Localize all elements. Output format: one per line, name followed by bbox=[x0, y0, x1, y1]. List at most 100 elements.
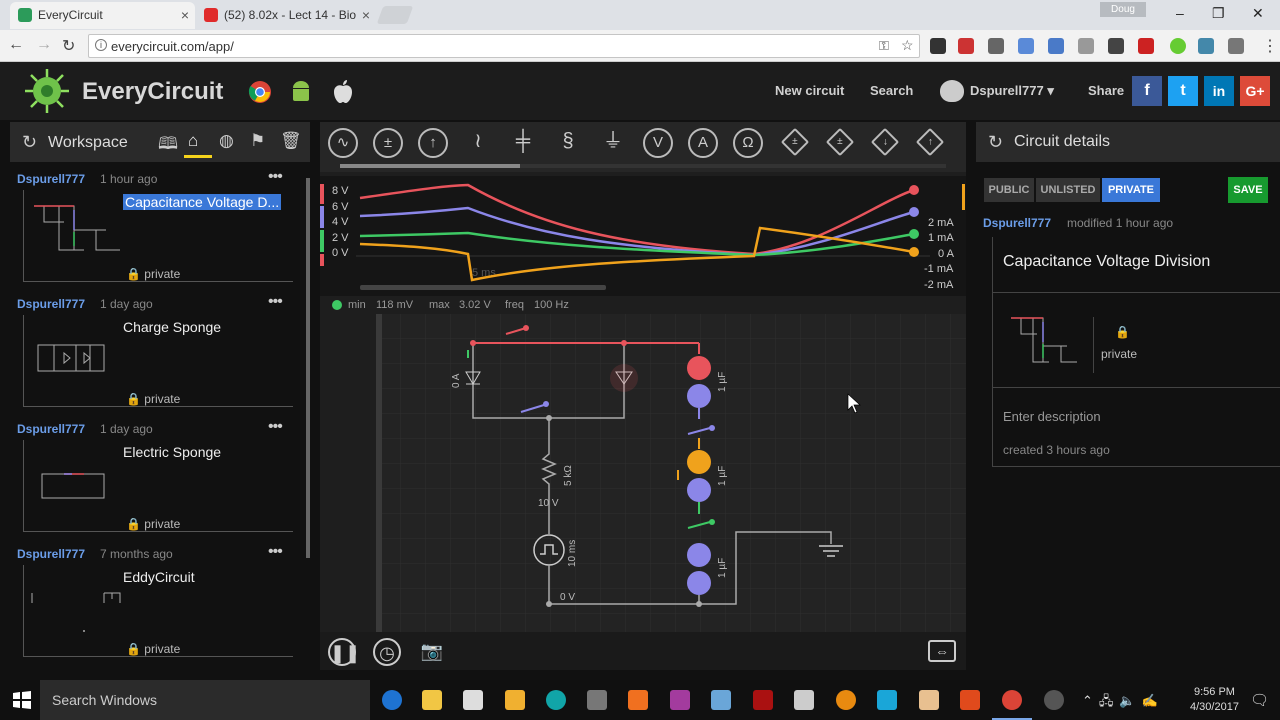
extension-icon[interactable] bbox=[1108, 38, 1124, 54]
more-options-icon[interactable]: ••• bbox=[268, 418, 283, 435]
led-right-icon[interactable] bbox=[615, 371, 633, 385]
switch-middle-icon[interactable] bbox=[520, 404, 545, 413]
circuit-thumbnail[interactable] bbox=[23, 190, 293, 282]
extension-icon[interactable] bbox=[930, 38, 946, 54]
store-icon[interactable] bbox=[463, 690, 483, 710]
chrome-taskbar-icon[interactable] bbox=[1002, 690, 1022, 710]
trash-icon[interactable]: 🗑 bbox=[280, 131, 302, 150]
media-icon[interactable] bbox=[505, 690, 525, 710]
list-item[interactable]: Dspurell777 1 hour ago ••• Capacitance V… bbox=[10, 168, 300, 292]
ammeter-icon[interactable]: A bbox=[688, 128, 718, 158]
switch-top-icon[interactable] bbox=[505, 327, 527, 335]
graph-scrollbar[interactable] bbox=[360, 285, 606, 290]
linkedin-share-button[interactable]: in bbox=[1204, 76, 1234, 106]
more-options-icon[interactable]: ••• bbox=[268, 543, 283, 560]
circuit-title[interactable]: Electric Sponge bbox=[123, 444, 222, 460]
profile-badge[interactable]: Doug bbox=[1100, 2, 1146, 17]
cap1-negative-plate[interactable] bbox=[687, 384, 711, 408]
app-icon[interactable] bbox=[670, 690, 690, 710]
extension-icon[interactable] bbox=[1138, 38, 1154, 54]
app-icon[interactable] bbox=[711, 690, 731, 710]
bookmark-star-icon[interactable]: ☆ bbox=[901, 37, 914, 53]
chrome-app-icon[interactable] bbox=[248, 80, 272, 104]
current-source-icon[interactable]: ↑ bbox=[418, 128, 448, 158]
list-item[interactable]: Dspurell777 1 day ago ••• Electric Spong… bbox=[10, 418, 300, 542]
more-options-icon[interactable]: ••• bbox=[268, 293, 283, 310]
notifications-icon[interactable]: 🗨 bbox=[1250, 692, 1270, 709]
dependent-current-source-icon[interactable]: ↓ bbox=[870, 127, 900, 157]
close-tab-icon[interactable]: × bbox=[361, 7, 370, 23]
cap2-negative-plate[interactable] bbox=[687, 478, 711, 502]
circuit-author[interactable]: Dspurell777 bbox=[17, 297, 86, 311]
close-tab-icon[interactable]: × bbox=[180, 7, 189, 23]
circuit-thumbnail[interactable] bbox=[23, 440, 293, 532]
toolbar-scroll-thumb[interactable] bbox=[340, 164, 520, 168]
forward-arrow-icon[interactable]: → bbox=[36, 36, 52, 53]
minimize-icon[interactable]: – bbox=[1176, 5, 1184, 21]
details-author[interactable]: Dspurell777 bbox=[983, 216, 1052, 230]
taskbar-search[interactable]: Search Windows bbox=[40, 680, 370, 720]
capacitor-icon[interactable]: ╪ bbox=[515, 130, 531, 152]
oscilloscope-graph[interactable]: 8 V 6 V 4 V 2 V 0 V 2 mA 1 mA 0 A -1 mA … bbox=[320, 176, 966, 296]
voltmeter-icon[interactable]: V bbox=[643, 128, 673, 158]
googleplus-share-button[interactable]: G+ bbox=[1240, 76, 1270, 106]
extension-icon[interactable] bbox=[1198, 38, 1214, 54]
circuit-author[interactable]: Dspurell777 bbox=[17, 172, 86, 186]
circuit-title[interactable]: Capacitance Voltage D... bbox=[123, 194, 282, 210]
cap3-negative-plate[interactable] bbox=[687, 571, 711, 595]
inductor-icon[interactable]: § bbox=[562, 130, 574, 152]
office-icon[interactable] bbox=[960, 690, 980, 710]
site-info-icon[interactable]: i bbox=[95, 39, 107, 51]
cap3-positive-plate[interactable] bbox=[687, 543, 711, 567]
circuit-title[interactable]: EddyCircuit bbox=[123, 569, 195, 585]
toolbar-scrollbar[interactable] bbox=[340, 164, 946, 168]
ground-symbol-icon[interactable] bbox=[819, 545, 843, 557]
extension-icon[interactable] bbox=[988, 38, 1004, 54]
extension-icon[interactable] bbox=[1048, 38, 1064, 54]
circuit-author[interactable]: Dspurell777 bbox=[17, 422, 86, 436]
dc-voltage-source-icon[interactable]: ± bbox=[373, 128, 403, 158]
workspace-scrollbar[interactable] bbox=[306, 178, 310, 558]
facebook-share-button[interactable]: f bbox=[1132, 76, 1162, 106]
resistor-component[interactable] bbox=[541, 418, 557, 534]
tab-everycircuit[interactable]: EveryCircuit × bbox=[10, 2, 195, 29]
clock-icon[interactable]: ◷ bbox=[373, 638, 401, 666]
circuit-thumbnail[interactable] bbox=[23, 565, 293, 657]
key-icon[interactable]: ⚿ bbox=[879, 38, 889, 53]
extension-icon[interactable] bbox=[1018, 38, 1034, 54]
ohmmeter-icon[interactable]: Ω bbox=[733, 128, 763, 158]
switch-cap-top-icon[interactable] bbox=[687, 427, 711, 435]
maximize-icon[interactable]: ❐ bbox=[1212, 5, 1225, 21]
ac-source-icon[interactable]: ∿ bbox=[328, 128, 358, 158]
globe-icon[interactable]: ◍ bbox=[219, 131, 234, 150]
bookmark-icon[interactable]: ⚑ bbox=[250, 131, 266, 150]
app-icon[interactable] bbox=[877, 690, 897, 710]
new-tab-button[interactable] bbox=[376, 6, 414, 24]
book-icon[interactable]: 🕮 bbox=[158, 134, 179, 153]
circuit-author[interactable]: Dspurell777 bbox=[17, 547, 86, 561]
led-left-icon[interactable] bbox=[465, 371, 481, 385]
circuit-thumbnail[interactable] bbox=[23, 315, 293, 407]
resistor-icon[interactable]: ≀ bbox=[474, 130, 482, 152]
fit-to-screen-icon[interactable]: ⇔ bbox=[928, 640, 956, 662]
save-button[interactable]: SAVE bbox=[1228, 177, 1268, 203]
switch-cap-bottom-icon[interactable] bbox=[687, 521, 711, 529]
edge-icon[interactable] bbox=[382, 690, 402, 710]
system-tray-icons[interactable]: ⌃🖧🔈✍ bbox=[1082, 693, 1164, 708]
dependent-current-source-2-icon[interactable]: ↑ bbox=[915, 127, 945, 157]
app-icon[interactable] bbox=[1044, 690, 1064, 710]
camera-icon[interactable]: 📷 bbox=[420, 641, 444, 661]
new-circuit-link[interactable]: New circuit bbox=[775, 83, 845, 98]
list-item[interactable]: Dspurell777 7 months ago ••• EddyCircuit… bbox=[10, 543, 300, 667]
app-icon[interactable] bbox=[919, 690, 939, 710]
extension-icon[interactable] bbox=[1170, 38, 1186, 54]
taskbar-clock[interactable]: 9:56 PM 4/30/2017 bbox=[1190, 685, 1239, 715]
arduino-icon[interactable] bbox=[546, 690, 566, 710]
app-icon[interactable] bbox=[587, 690, 607, 710]
visibility-private-tab[interactable]: PRIVATE bbox=[1102, 178, 1160, 202]
chrome-menu-icon[interactable]: ⋮ bbox=[1262, 38, 1278, 55]
extension-icon[interactable] bbox=[1228, 38, 1244, 54]
app-icon[interactable] bbox=[753, 690, 773, 710]
visibility-unlisted-tab[interactable]: UNLISTED bbox=[1036, 178, 1100, 202]
address-bar[interactable]: i everycircuit.com/app/ ⚿ ☆ bbox=[88, 34, 920, 58]
